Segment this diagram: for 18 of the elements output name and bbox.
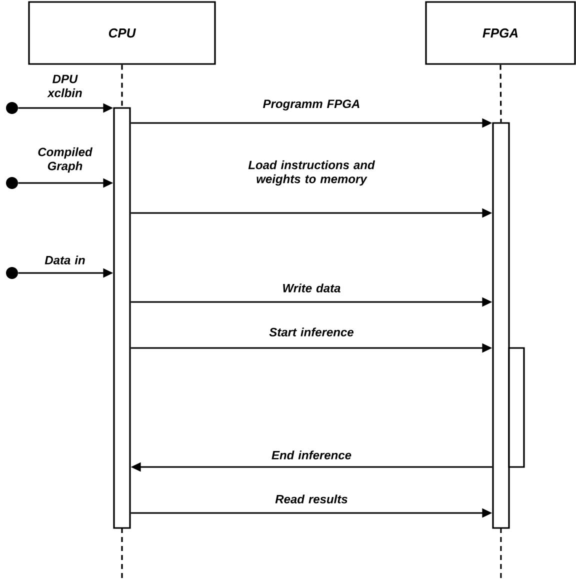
participant-box: FPGA xyxy=(425,1,576,65)
edge-label: Programm FPGA xyxy=(263,100,360,110)
activation-bar xyxy=(508,347,525,468)
lifeline xyxy=(500,64,502,122)
edge-label: DPU xclbin xyxy=(47,74,82,98)
lifeline xyxy=(121,64,123,108)
edge-label: Start inference xyxy=(269,328,354,336)
start-dot xyxy=(6,267,18,279)
edge-label: Load instructions and weights to memory xyxy=(248,160,376,186)
edge-label: Write data xyxy=(283,284,340,292)
activation-bar xyxy=(113,107,131,529)
participant-box: CPU xyxy=(28,1,216,65)
edge-label: Data in xyxy=(44,256,85,264)
edge-label: Read results xyxy=(275,494,348,504)
start-dot xyxy=(6,102,18,114)
edge-label: End inference xyxy=(272,450,352,460)
edge-label: Compiled Graph xyxy=(38,147,93,173)
start-dot xyxy=(6,177,18,189)
